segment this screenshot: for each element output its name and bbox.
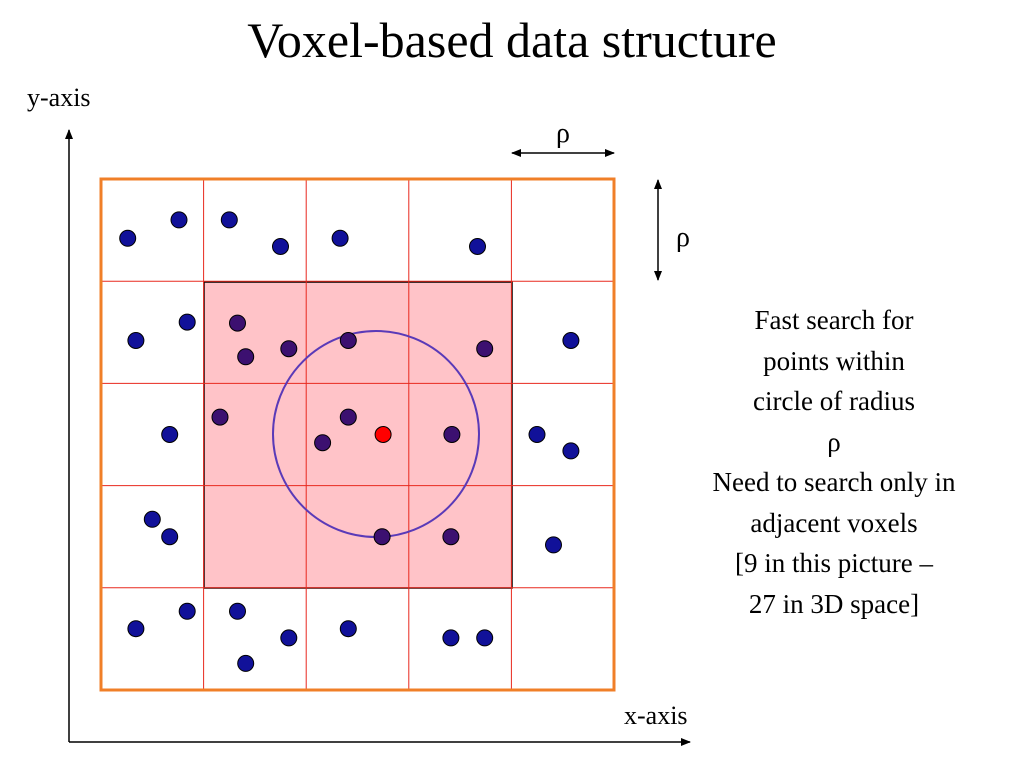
point (339, 620, 357, 638)
point (178, 313, 196, 331)
point (442, 629, 460, 647)
adjacent-point (339, 332, 357, 349)
voxel-grid-border (99, 177, 616, 692)
adjacent-point (339, 408, 357, 426)
x-axis-label: x-axis (624, 701, 688, 730)
rho-horizontal-label: ρ (556, 118, 570, 149)
adjacent-voxels-highlight (203, 281, 513, 589)
point (143, 510, 161, 528)
description-line: 27 in 3D space] (748, 588, 920, 619)
description-line: circle of radius (753, 386, 915, 416)
y-axis-label: y-axis (27, 83, 91, 112)
point (161, 528, 179, 546)
adjacent-point (443, 426, 461, 443)
points-layer (119, 211, 580, 672)
point (161, 426, 179, 443)
description-line: Fast search for (754, 305, 914, 335)
query-point (374, 426, 392, 443)
adjacent-point (280, 340, 298, 358)
point (545, 536, 562, 554)
description-line: ρ (827, 426, 841, 457)
point (272, 238, 289, 255)
adjacent-point (314, 434, 332, 452)
point (280, 629, 298, 647)
adjacent-point (373, 528, 391, 546)
point (562, 442, 580, 460)
point (562, 332, 580, 349)
point (331, 229, 349, 247)
adjacent-point (237, 348, 255, 366)
point (119, 229, 137, 247)
rho-vertical-label: ρ (676, 222, 690, 253)
point (237, 654, 255, 672)
adjacent-point (476, 340, 494, 358)
description-line: [9 in this picture – (735, 548, 933, 578)
adjacent-point (229, 314, 246, 332)
point (220, 211, 238, 229)
point (170, 211, 188, 229)
slide-title: Voxel-based data structure (247, 12, 777, 68)
description-line: adjacent voxels (750, 507, 918, 538)
adjacent-point (442, 528, 460, 546)
point (127, 620, 145, 638)
point (127, 332, 145, 349)
point (178, 602, 196, 620)
point (229, 602, 246, 620)
adjacent-point (211, 408, 229, 426)
point (476, 629, 494, 647)
description-text: Fast search for points within circle of ra… (664, 300, 1004, 624)
voxel-grid-lines (101, 179, 614, 690)
point (528, 426, 546, 443)
point (469, 238, 486, 255)
description-line: points within (763, 345, 905, 376)
description-line: Need to search only in (712, 467, 956, 497)
